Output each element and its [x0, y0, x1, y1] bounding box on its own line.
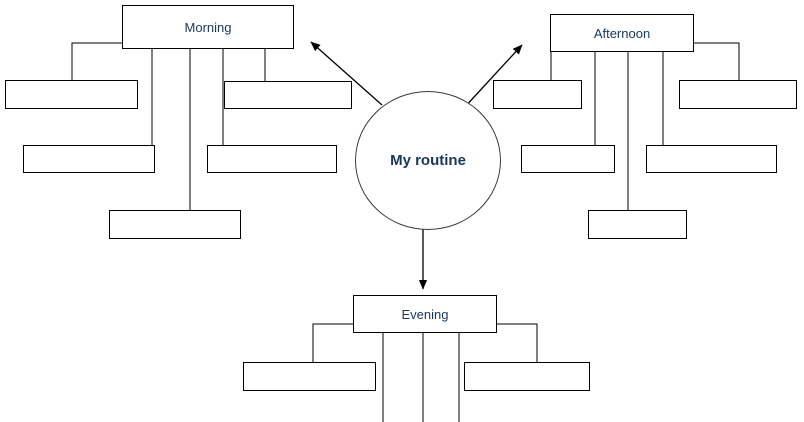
afternoon-child-box-2[interactable]: [521, 145, 615, 173]
afternoon-child-box-4[interactable]: [646, 145, 777, 173]
branch-node-afternoon[interactable]: Afternoon: [550, 14, 694, 52]
morning-child-box-4[interactable]: [207, 145, 337, 173]
morning-child-box-5[interactable]: [224, 81, 352, 109]
branch-label-afternoon: Afternoon: [593, 25, 651, 41]
branch-label-morning: Morning: [184, 19, 232, 35]
afternoon-child-box-5[interactable]: [679, 80, 797, 109]
arrow-to-morning: [310, 41, 383, 106]
center-node-my-routine[interactable]: My routine: [355, 91, 501, 230]
morning-child-box-2[interactable]: [23, 145, 155, 173]
afternoon-child-box-3[interactable]: [588, 210, 687, 239]
morning-child-box-1[interactable]: [5, 80, 138, 109]
evening-child-box-2[interactable]: [464, 362, 590, 391]
arrow-to-afternoon: [462, 44, 523, 110]
hub-arrows: [310, 41, 523, 290]
branch-node-evening[interactable]: Evening: [353, 295, 497, 333]
morning-child-box-3[interactable]: [109, 210, 241, 239]
afternoon-child-box-1[interactable]: [493, 80, 582, 109]
evening-child-box-1[interactable]: [243, 362, 376, 391]
branch-label-evening: Evening: [401, 306, 449, 322]
evening-connectors: [312, 323, 538, 422]
branch-node-morning[interactable]: Morning: [122, 5, 294, 49]
center-node-label: My routine: [390, 152, 466, 169]
morning-connectors: [71, 42, 266, 210]
afternoon-connectors: [550, 42, 740, 210]
